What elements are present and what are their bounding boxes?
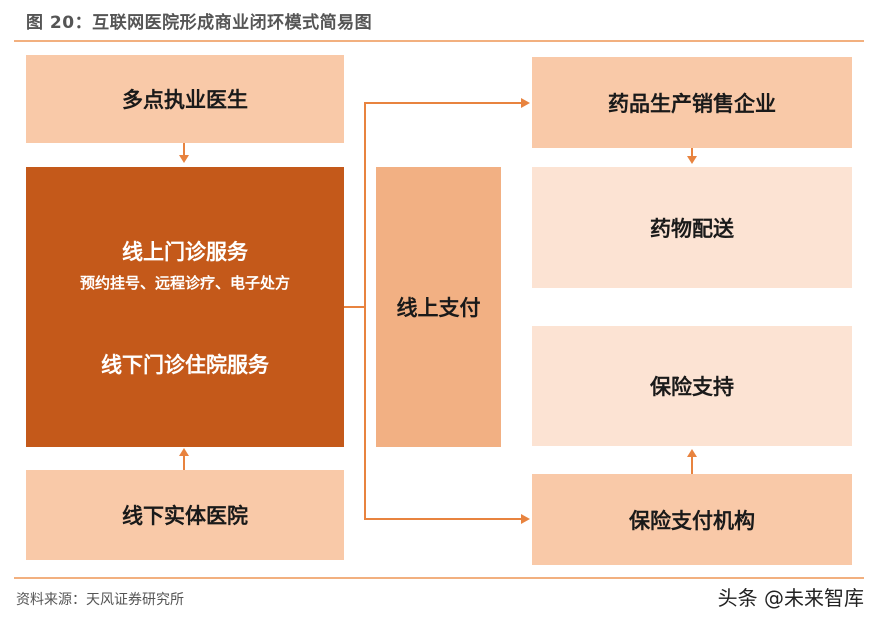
- box-label: 保险支付机构: [629, 508, 755, 533]
- bottom-divider: [14, 577, 864, 579]
- arrow-line: [691, 148, 693, 156]
- box-label: 保险支持: [650, 375, 734, 399]
- figure-title: 图 20：互联网医院形成商业闭环模式简易图: [26, 13, 373, 33]
- watermark: 头条 @未来智库: [717, 586, 864, 610]
- box-label: 线上支付: [396, 296, 481, 320]
- box-label: 药品生产销售企业: [608, 91, 776, 116]
- box-drug-delivery: 药物配送: [532, 167, 852, 288]
- arrow-line: [183, 143, 185, 155]
- box-online-payment: 线上支付: [376, 167, 501, 447]
- online-service-title: 线上门诊服务: [122, 239, 248, 264]
- arrow-right-icon: [521, 514, 530, 524]
- connector-line: [344, 306, 366, 308]
- box-label: 多点执业医生: [122, 88, 248, 112]
- box-offline-hospital: 线下实体医院: [26, 470, 344, 560]
- arrow-line: [691, 456, 693, 474]
- offline-service-title: 线下门诊住院服务: [101, 352, 269, 377]
- box-insurance-payer: 保险支付机构: [532, 474, 852, 565]
- connector-vertical-line: [364, 102, 366, 520]
- arrow-down-icon: [179, 155, 189, 163]
- online-service-detail: 预约挂号、远程诊疗、电子处方: [79, 273, 290, 292]
- box-label: 线下实体医院: [122, 504, 248, 528]
- arrow-right-icon: [521, 98, 530, 108]
- arrow-down-icon: [687, 156, 697, 164]
- arrow-up-icon: [179, 448, 189, 456]
- top-divider: [14, 40, 864, 42]
- source-note: 资料来源：天风证券研究所: [16, 592, 184, 608]
- arrow-line: [183, 456, 185, 470]
- box-insurance-support: 保险支持: [532, 326, 852, 446]
- box-label: 药物配送: [650, 216, 734, 241]
- box-pharma-company: 药品生产销售企业: [532, 57, 852, 148]
- arrow-up-icon: [687, 449, 697, 457]
- connector-to-pharma-line: [364, 102, 522, 104]
- box-hospital-services: 线上门诊服务 预约挂号、远程诊疗、电子处方 线下门诊住院服务: [26, 167, 344, 447]
- box-multi-site-doctors: 多点执业医生: [26, 55, 344, 143]
- connector-to-insurer-line: [364, 518, 522, 520]
